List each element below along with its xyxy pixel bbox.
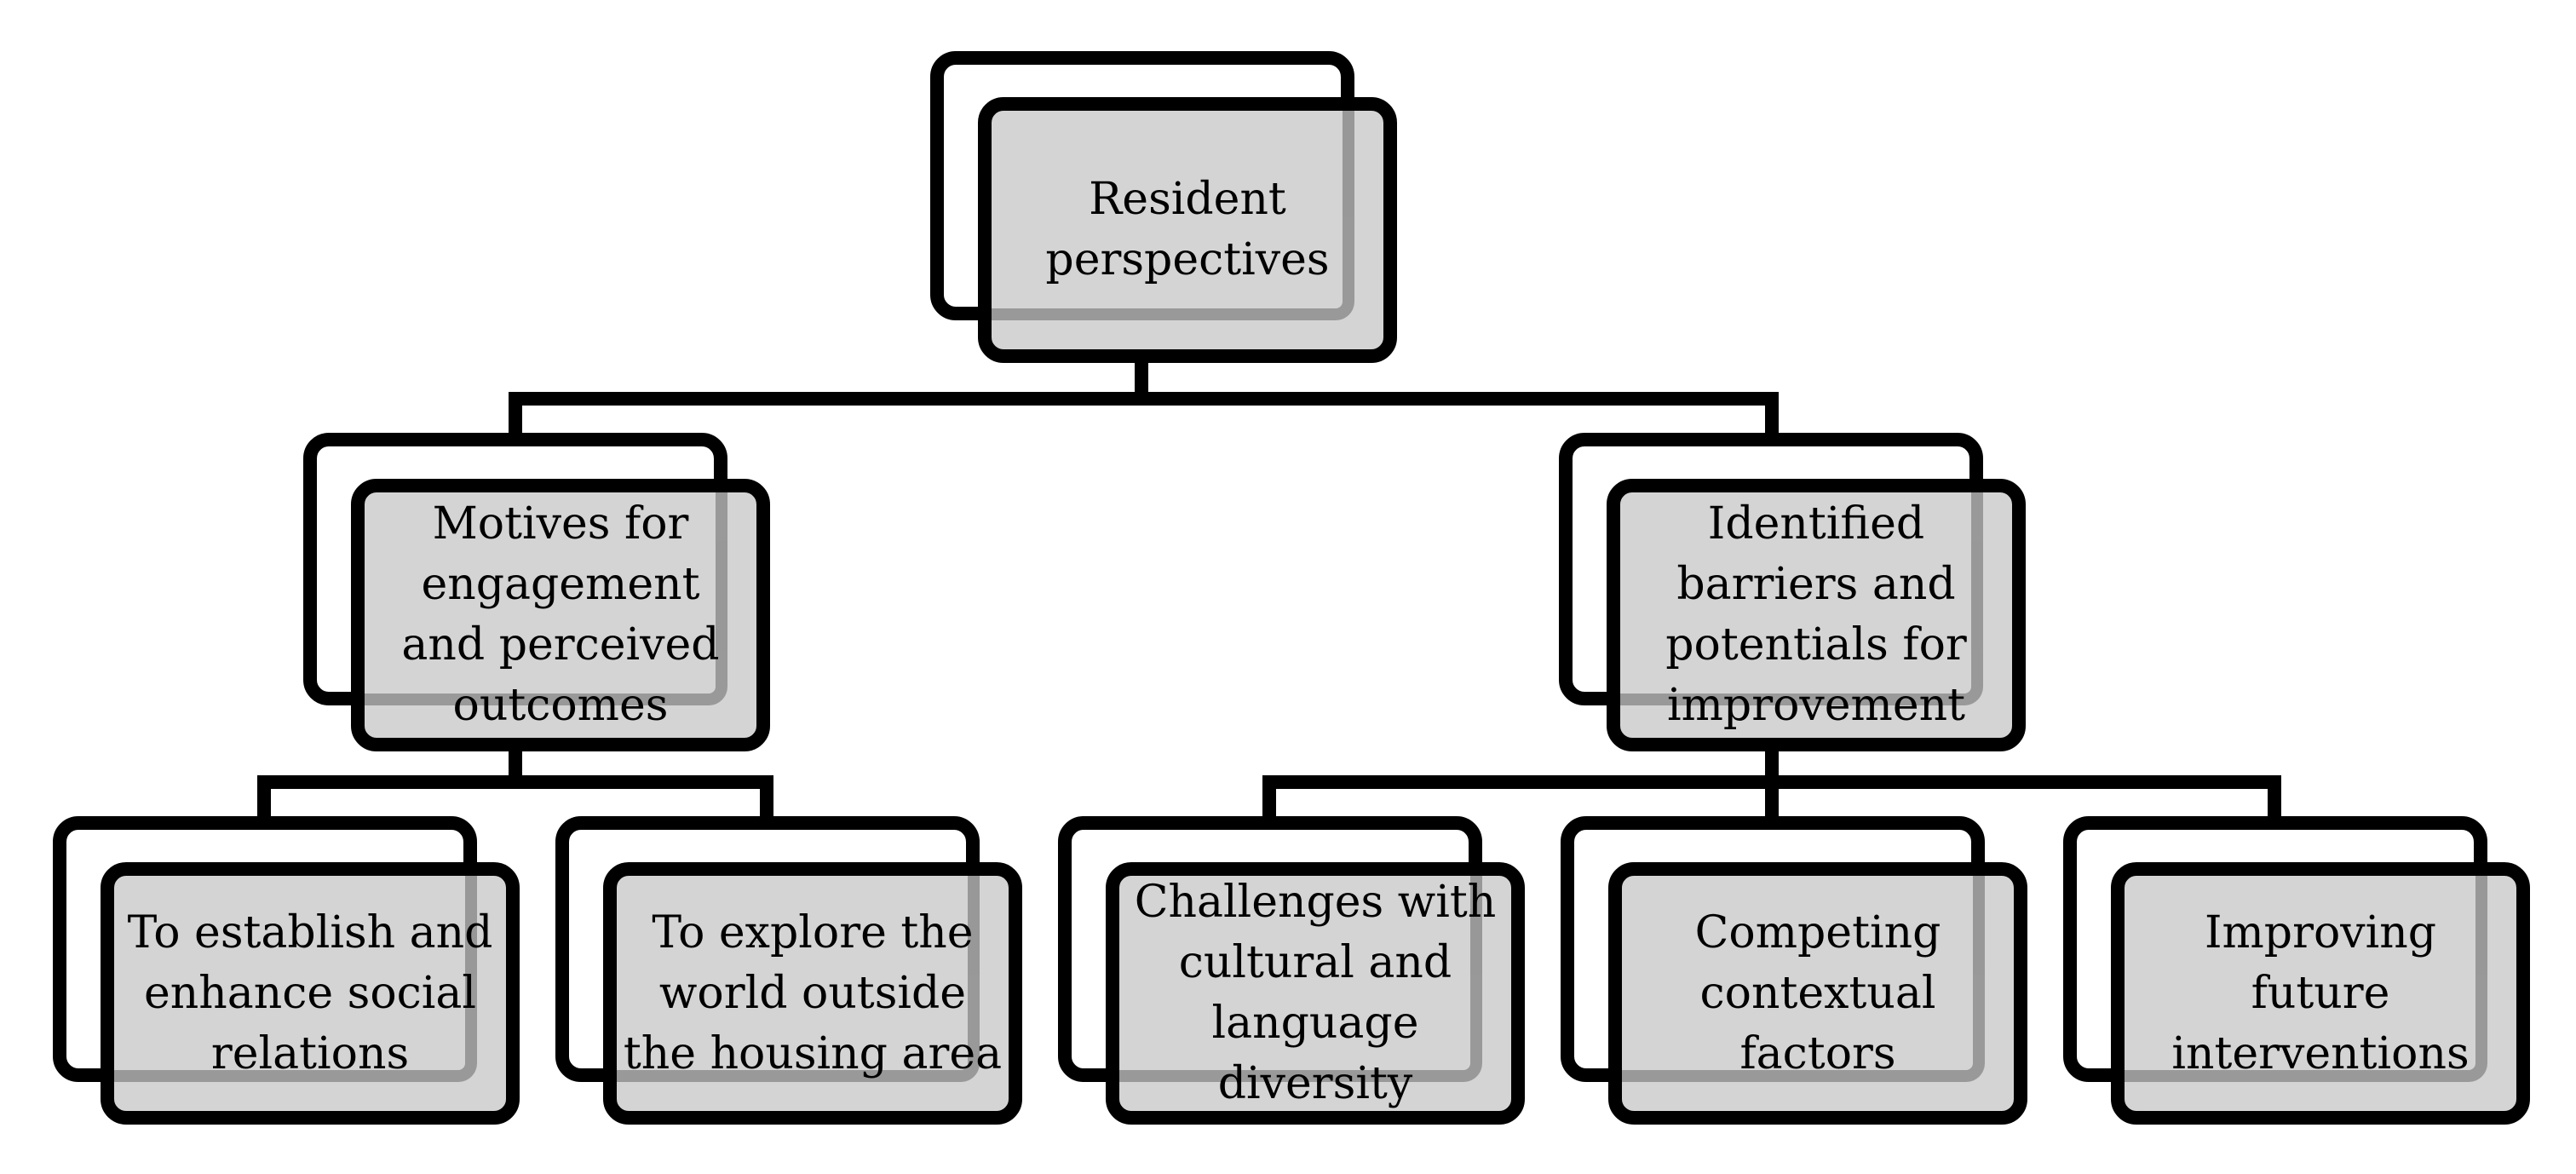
leaf-node-line: contextual [1699, 967, 1936, 1019]
leaf-node-label: Challenges with cultural and language di… [1118, 874, 1513, 1113]
branch-node-barriers-box [1607, 479, 2026, 751]
root-node: Resident perspectives [930, 51, 1397, 363]
branch-node-motives-box [351, 479, 770, 751]
leaf-node-line: diversity [1217, 1058, 1413, 1109]
leaf-node-box [101, 862, 520, 1125]
leaf-node-box [1608, 862, 2027, 1125]
leaf-node-line: world outside [658, 967, 967, 1019]
leaf-node-line: Challenges with [1134, 877, 1497, 928]
leaf-node-line: Improving [2204, 906, 2437, 958]
leaf-node-social-relations: To establish and enhance social relation… [53, 816, 520, 1125]
root-node-box [978, 97, 1397, 363]
branch-node-motives: Motives for engagement and perceived out… [303, 433, 770, 751]
leaf-node-label: Competing contextual factors [1620, 874, 2015, 1113]
leaf-node-line: language [1211, 998, 1419, 1049]
branch-node-line: potentials for [1665, 619, 1967, 670]
branch-node-line: barriers and [1676, 559, 1956, 610]
branch-node-barriers: Identified barriers and potentials for i… [1559, 433, 2026, 751]
leaf-node-explore-world: To explore the world outside the housing… [555, 816, 1022, 1125]
branch-node-line: engagement [421, 559, 700, 610]
leaf-node-cultural-diversity: Challenges with cultural and language di… [1058, 816, 1525, 1125]
branch-node-line: and perceived [401, 619, 720, 670]
leaf-node-box [603, 862, 1022, 1125]
branch-node-line: improvement [1666, 680, 1965, 731]
leaf-node-line: future [2251, 967, 2390, 1019]
leaf-node-future-interventions: Improving future interventions [2063, 816, 2530, 1125]
leaf-node-line: Competing [1694, 906, 1941, 958]
root-node-line: perspectives [1045, 234, 1330, 285]
leaf-node-line: interventions [2171, 1027, 2470, 1079]
leaf-node-line: relations [210, 1027, 410, 1079]
leaf-node-box [1106, 862, 1525, 1125]
root-node-line: Resident [1089, 174, 1286, 225]
branch-node-barriers-label: Identified barriers and potentials for i… [1619, 491, 2014, 740]
branch-node-line: Identified [1707, 498, 1925, 550]
leaf-node-line: factors [1739, 1027, 1896, 1079]
leaf-node-line: the housing area [623, 1027, 1003, 1079]
leaf-node-line: To explore the [652, 906, 974, 958]
leaf-node-line: cultural and [1178, 937, 1452, 988]
leaf-node-label: To establish and enhance social relation… [112, 874, 508, 1113]
leaf-node-label: To explore the world outside the housing… [615, 874, 1010, 1113]
leaf-node-box [2111, 862, 2530, 1125]
leaf-node-line: To establish and [127, 906, 493, 958]
root-node-label: Resident perspectives [990, 109, 1385, 351]
leaf-node-contextual-factors: Competing contextual factors [1561, 816, 2027, 1125]
leaf-node-label: Improving future interventions [2123, 874, 2518, 1113]
branch-node-line: Motives for [432, 498, 689, 550]
leaf-node-line: enhance social [143, 967, 477, 1019]
branch-node-motives-label: Motives for engagement and perceived out… [363, 491, 758, 740]
branch-node-line: outcomes [452, 680, 669, 731]
